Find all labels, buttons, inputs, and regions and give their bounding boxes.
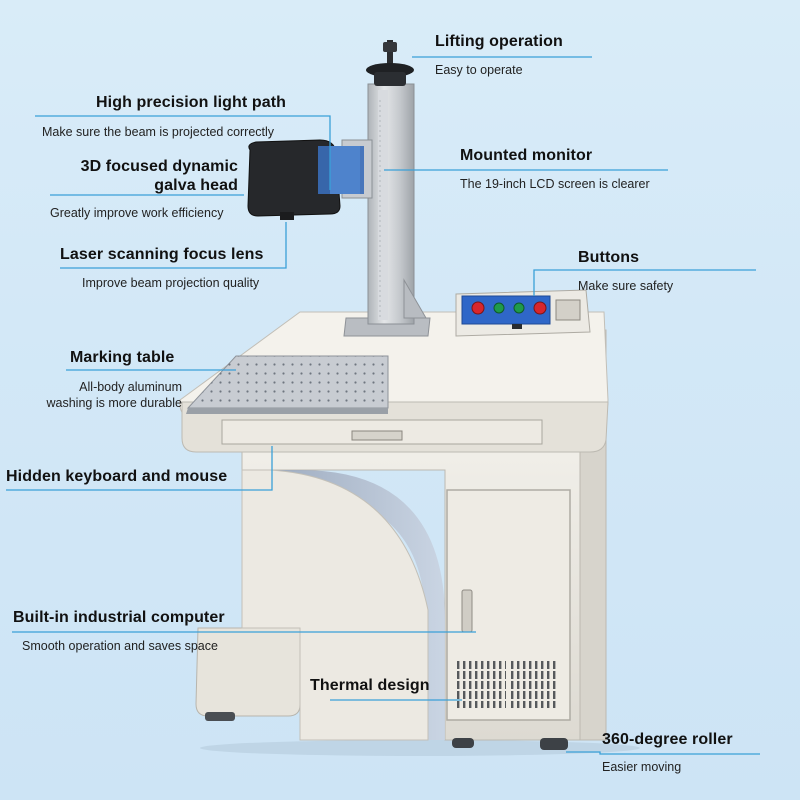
thermal-title: Thermal design [310,677,430,694]
monitor-title: Mounted monitor [460,147,593,164]
lifting-title: Lifting operation [435,33,563,50]
foot-roller [205,712,235,721]
roller-right [540,738,568,750]
galvo-head [247,139,364,220]
key-switch [555,299,581,321]
lifting-desc: Easy to operate [435,63,523,77]
galva-head-desc: Greatly improve work efficiency [50,206,224,220]
green-button [493,302,505,314]
computer-title: Built-in industrial computer [13,609,225,626]
buttons-title: Buttons [578,249,640,266]
light-path-desc: Make sure the beam is projected correctl… [42,125,275,139]
marking-table-title: Marking table [70,349,175,366]
roller-title: 360-degree roller [602,731,733,748]
red-button-2 [533,301,547,315]
usb-port [512,324,522,329]
monitor-desc: The 19-inch LCD screen is clearer [460,177,650,191]
base-foot [195,627,301,721]
line-lens [60,222,287,269]
light-path-title: High precision light path [96,94,287,111]
red-button [471,301,485,315]
galva-head-title: 3D focused dynamic galva head [80,158,238,194]
vent-left [456,660,506,708]
focus-lens [280,212,294,220]
computer-desc: Smooth operation and saves space [22,639,218,653]
marking-table-desc: All-body aluminum washing is more durabl… [46,380,183,410]
line-keyboard [6,446,273,491]
line-roller [566,751,760,755]
callout-lines [6,56,760,755]
roller-desc: Easier moving [602,760,682,774]
lens-desc: Improve beam projection quality [82,276,260,290]
lifting-handwheel [366,40,414,86]
roller-mid [452,738,474,748]
line-buttons [533,269,756,296]
column [341,83,427,325]
buttons-desc: Make sure safety [578,279,674,293]
door-lock [461,589,473,633]
drawer-handle [351,430,403,441]
green-button-2 [513,302,525,314]
floor-shadow [200,740,640,756]
control-panel [455,289,591,337]
vent-right [510,660,558,708]
keyboard-title: Hidden keyboard and mouse [6,468,228,485]
marking-table-plate [186,355,389,414]
lens-title: Laser scanning focus lens [60,246,264,263]
line-light-path [35,115,331,190]
